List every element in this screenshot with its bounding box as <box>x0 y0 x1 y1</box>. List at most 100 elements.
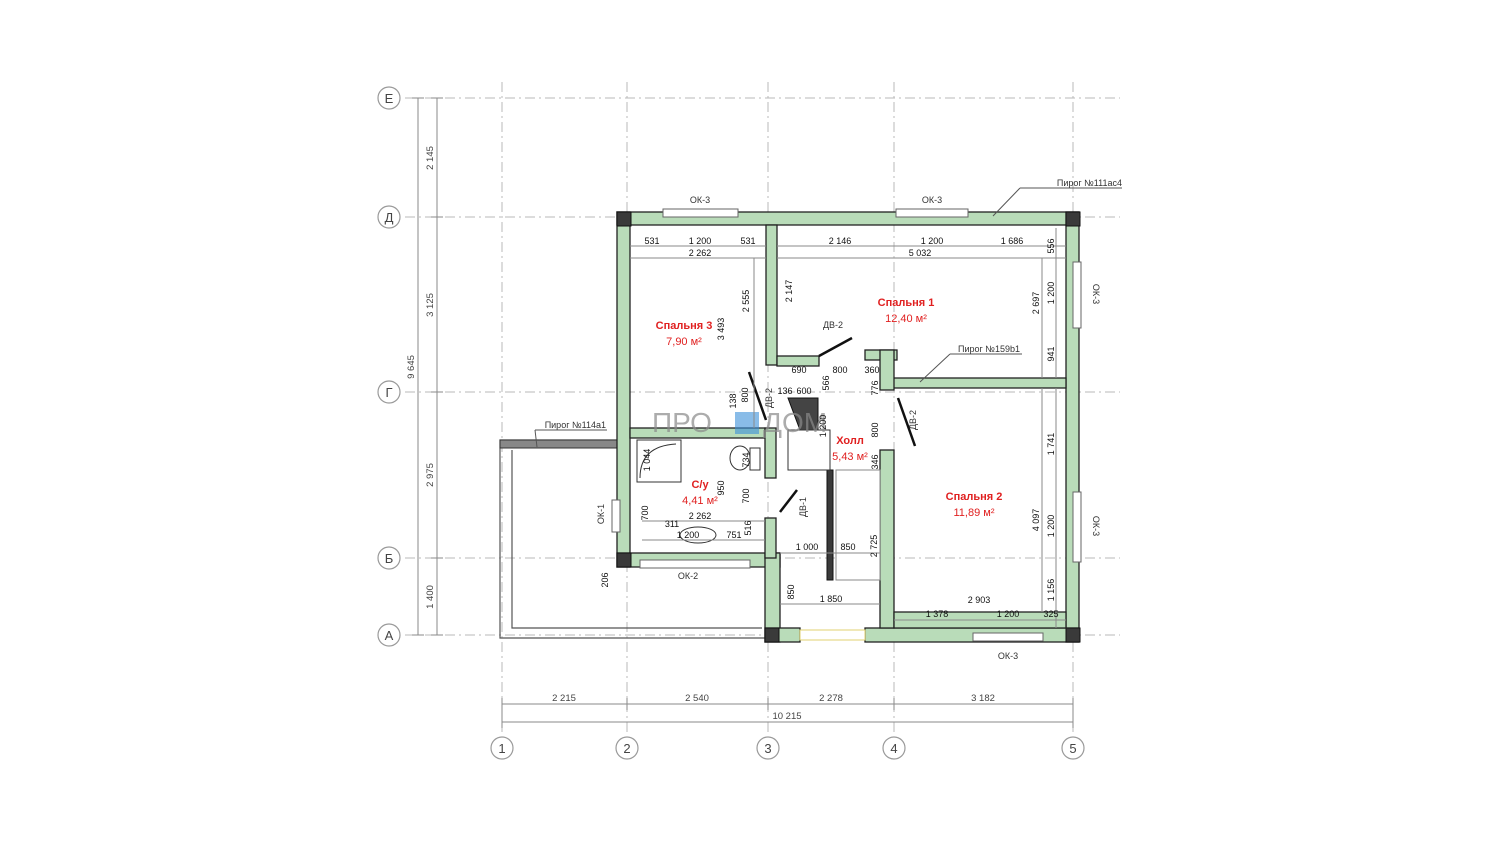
svg-text:690: 690 <box>791 365 806 375</box>
svg-text:3: 3 <box>764 741 771 756</box>
windows <box>611 208 1082 642</box>
bottom-dim-2215: 2 215 <box>552 693 576 704</box>
svg-text:Б: Б <box>385 551 394 566</box>
bottom-dim-2540: 2 540 <box>685 693 709 704</box>
label-ok1: ОК-1 <box>596 504 606 524</box>
svg-text:751: 751 <box>726 530 741 540</box>
svg-text:2 262: 2 262 <box>689 511 712 521</box>
left-dimensions: 2 145 3 125 2 975 1 400 9 645 <box>406 97 443 636</box>
room-bedroom1-area: 12,40 м² <box>885 313 927 325</box>
svg-text:1 044: 1 044 <box>642 449 652 472</box>
svg-text:776: 776 <box>870 380 880 395</box>
left-dim-2145: 2 145 <box>425 146 436 170</box>
svg-text:2 725: 2 725 <box>869 535 879 558</box>
row-axis-bubbles: Е Д Г Б А <box>377 86 401 647</box>
svg-text:566: 566 <box>821 375 831 390</box>
svg-text:А: А <box>385 628 394 643</box>
label-pirog-111: Пирог №111ас4 <box>1057 178 1122 188</box>
svg-text:1 741: 1 741 <box>1046 433 1056 456</box>
label-dv1: ДВ-1 <box>798 497 808 517</box>
svg-text:700: 700 <box>640 505 650 520</box>
room-labels: Спальня 1 12,40 м² Спальня 2 11,89 м² Сп… <box>656 297 1003 519</box>
svg-text:2 147: 2 147 <box>784 280 794 303</box>
bottom-dim-3182: 3 182 <box>971 693 995 704</box>
axis-bubble-5: 5 <box>1061 736 1085 760</box>
left-dim-total: 9 645 <box>406 355 417 379</box>
svg-text:850: 850 <box>786 584 796 599</box>
label-dv2-a: ДВ-2 <box>823 320 843 330</box>
svg-text:ПРО: ПРО <box>652 407 712 438</box>
svg-text:950: 950 <box>716 480 726 495</box>
axis-bubble-1: 1 <box>490 736 514 760</box>
svg-text:2 146: 2 146 <box>829 236 852 246</box>
logo-watermark: ПРО ДОМ <box>652 407 827 438</box>
axis-bubble-d: Д <box>377 205 401 229</box>
svg-text:346: 346 <box>870 454 880 469</box>
col-axis-bubbles: 1 2 3 4 5 <box>490 736 1085 760</box>
svg-text:5: 5 <box>1069 741 1076 756</box>
bottom-dimensions: 2 215 2 540 2 278 3 182 10 215 <box>501 693 1074 728</box>
stair <box>787 397 881 581</box>
svg-text:2 903: 2 903 <box>968 595 991 605</box>
svg-text:2 697: 2 697 <box>1031 292 1041 315</box>
window-ok3-top-left <box>662 208 739 218</box>
left-dim-1400: 1 400 <box>425 585 436 609</box>
window-ok2 <box>639 559 751 569</box>
svg-text:734: 734 <box>741 452 751 467</box>
svg-text:556: 556 <box>1046 238 1056 253</box>
room-bedroom3-area: 7,90 м² <box>666 336 702 348</box>
axis-bubble-e: Е <box>377 86 401 110</box>
svg-text:1 156: 1 156 <box>1046 579 1056 602</box>
svg-text:Е: Е <box>385 91 394 106</box>
axis-bubble-4: 4 <box>882 736 906 760</box>
svg-text:3 493: 3 493 <box>716 318 726 341</box>
svg-text:1 200: 1 200 <box>1046 515 1056 538</box>
svg-text:531: 531 <box>740 236 755 246</box>
svg-text:800: 800 <box>832 365 847 375</box>
label-ok3-bottom: ОК-3 <box>998 651 1018 661</box>
svg-text:800: 800 <box>740 387 750 402</box>
axis-bubble-a: А <box>377 623 401 647</box>
room-bathroom-name: С/у <box>691 479 709 491</box>
svg-text:1 200: 1 200 <box>677 530 700 540</box>
svg-text:1 200: 1 200 <box>1046 282 1056 305</box>
bathroom-fixtures <box>636 439 761 544</box>
svg-text:206: 206 <box>600 572 610 587</box>
svg-text:1 378: 1 378 <box>926 609 949 619</box>
label-ok3-right-top: ОК-3 <box>1091 284 1101 304</box>
svg-text:311: 311 <box>665 519 679 529</box>
label-ok3-top-right: ОК-3 <box>922 195 942 205</box>
svg-text:800: 800 <box>870 422 880 437</box>
room-bedroom1-name: Спальня 1 <box>878 297 935 309</box>
svg-text:516: 516 <box>743 520 753 535</box>
inner-dim-lines <box>630 228 1066 628</box>
svg-text:4: 4 <box>890 741 897 756</box>
svg-text:2: 2 <box>623 741 630 756</box>
svg-text:ДОМ: ДОМ <box>763 407 827 438</box>
svg-text:1 200: 1 200 <box>689 236 712 246</box>
svg-text:1 200: 1 200 <box>818 415 828 438</box>
label-dv2-c: ДВ-2 <box>908 410 918 430</box>
axis-bubble-b: Б <box>377 546 401 570</box>
label-dv2-b: ДВ-2 <box>764 388 774 408</box>
svg-text:1 200: 1 200 <box>921 236 944 246</box>
room-hall-name: Холл <box>836 435 864 447</box>
svg-text:Д: Д <box>385 210 394 225</box>
room-bedroom2-area: 11,89 м² <box>954 507 995 519</box>
room-bedroom3-name: Спальня 3 <box>656 320 713 332</box>
svg-text:2 262: 2 262 <box>689 248 712 258</box>
label-ok2: ОК-2 <box>678 571 698 581</box>
window-ok1 <box>611 499 621 533</box>
label-ok3-right-bottom: ОК-3 <box>1091 516 1101 536</box>
label-pirog-159: Пирог №159b1 <box>958 344 1020 354</box>
svg-text:1 000: 1 000 <box>796 542 819 552</box>
svg-text:360: 360 <box>864 365 879 375</box>
axis-bubble-g: Г <box>377 380 401 404</box>
svg-text:325: 325 <box>1043 609 1058 619</box>
window-ok3-right-bottom <box>1072 491 1082 563</box>
axis-bubble-3: 3 <box>756 736 780 760</box>
svg-text:941: 941 <box>1046 346 1056 361</box>
svg-text:700: 700 <box>741 488 751 503</box>
inner-dimensions: 531 1 200 531 2 262 2 146 1 200 1 686 5 … <box>600 236 1059 619</box>
